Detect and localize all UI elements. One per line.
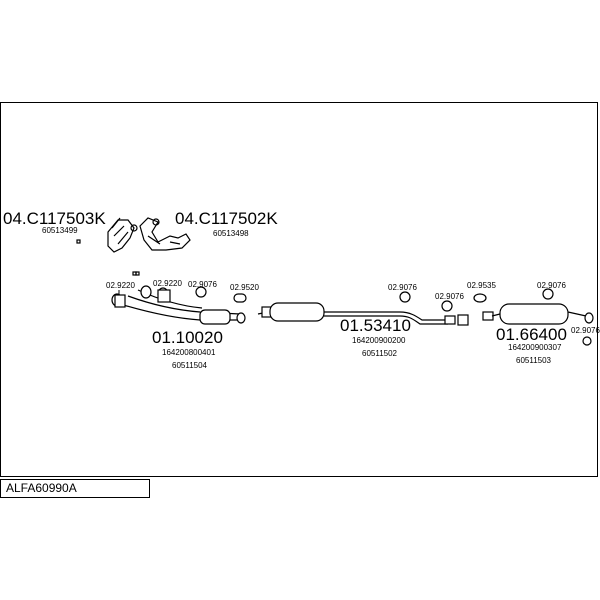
diagram-frame [0,102,598,477]
accessory-ring-4[interactable] [441,300,453,312]
part-code: 04.C117502K [175,209,278,228]
manifold-left[interactable] [107,217,138,253]
part-ref: 60513498 [213,229,249,238]
part-ref: 60511504 [172,361,208,370]
rear-silencer[interactable] [482,303,594,325]
part-code: 01.53410 [340,316,411,335]
accessory-ring-6[interactable] [542,288,554,300]
front-pipe[interactable] [111,285,246,325]
kit-code: ALFA60990A [6,481,77,495]
part-ref: 164200900307 [508,343,562,352]
accessory-label: 02.9076 [435,292,464,301]
accessory-label: 02.9220 [153,279,182,288]
accessory-label: 02.9520 [230,283,259,292]
accessory-label: 02.9220 [106,281,135,290]
accessory-ring-3[interactable] [399,291,411,303]
small-mark-2 [135,271,140,276]
part-ref: 60511503 [516,356,552,365]
middle-silencer[interactable] [257,302,469,326]
accessory-clamp-1[interactable] [114,290,126,308]
manifold-gasket-mark [76,239,81,244]
accessory-label: 02.9535 [467,281,496,290]
part-code: 04.C117503K [3,209,106,228]
accessory-ring-1[interactable] [195,286,207,298]
accessory-ring-5[interactable] [473,293,487,303]
accessory-ring-7[interactable] [582,336,592,346]
part-code: 01.66400 [496,325,567,344]
part-ref: 164200800401 [162,348,216,357]
part-ref: 60513499 [42,226,78,235]
accessory-label: 02.9076 [537,281,566,290]
accessory-label: 02.9076 [188,280,217,289]
kit-code-box: ALFA60990A [0,479,150,498]
manifold-right[interactable] [139,217,191,251]
part-code: 01.10020 [152,328,223,347]
accessory-ring-2[interactable] [233,293,247,303]
accessory-clamp-2[interactable] [157,289,171,303]
part-ref: 164200900200 [352,336,406,345]
accessory-label: 02.9076 [571,326,600,335]
part-ref: 60511502 [362,349,398,358]
accessory-label: 02.9076 [388,283,417,292]
